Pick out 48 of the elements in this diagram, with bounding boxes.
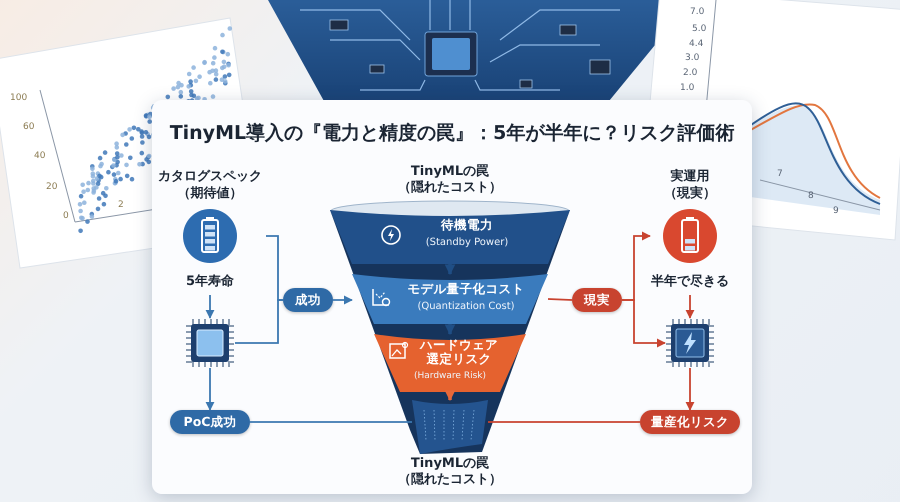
axis-tick-label: 4.4 [689,39,704,49]
title: TinyML導入の『電力と精度の罠』：5年が半年に？リスク評価術 [168,121,736,146]
axis-tick-label: 0 [63,211,69,221]
connector-line [488,421,640,423]
layer-subtitle: (Standby Power) [424,237,510,249]
connector-line [548,298,572,301]
arrow [444,264,456,276]
arrow [444,390,456,402]
axis-tick-label: 5.0 [692,24,706,34]
axis-tick-label: 2 [118,200,124,210]
funnel-tail [412,400,488,454]
arrow [622,299,666,348]
axis-tick-label: 7 [777,169,783,179]
axis-tick-label: 8 [808,191,814,201]
tag-label: 成功 [283,288,333,312]
tag-label: PoC成功 [170,410,250,434]
axis-tick-label: 7.0 [690,7,704,17]
arrow [333,296,353,304]
microchip-icon [665,318,715,368]
axis-tick-label: 1.0 [680,83,694,93]
arrow [206,295,214,319]
axis-tick-label: 40 [34,151,46,161]
column-heading: 実運用（現実） [663,168,717,202]
column-heading: カタログスペック（期待値） [157,168,263,202]
layer-title: モデル量子化コスト [406,282,526,296]
lifetime-label: 半年で尽きる [650,273,730,290]
microchip-icon [185,318,235,368]
axis-tick-label: 2.0 [683,68,698,78]
funnel-heading: TinyMLの罠（隠れたコスト） [397,164,503,196]
connector-line [235,299,283,344]
arrow [444,324,456,336]
layer-title: ハードウェア選定リスク [420,338,498,366]
layer-subtitle: (Hardware Risk) [413,370,487,382]
arrow [686,295,694,319]
connector-line [250,421,412,423]
arrow [206,368,214,411]
axis-tick-label: 20 [46,182,58,192]
layer-subtitle: (Quantization Cost) [416,301,516,313]
lifetime-label: 5年寿命 [184,273,236,290]
axis-tick-label: 100 [10,93,28,103]
axis-tick-label: 9 [833,206,839,216]
layer-title: 待機電力 [440,218,494,232]
funnel-caption: TinyMLの罠（隠れたコスト） [397,456,503,488]
tag-label: 量産化リスク [640,410,740,434]
axis-tick-label: 3.0 [685,53,700,63]
tag-label: 現実 [572,288,622,312]
axis-tick-label: 60 [23,122,34,132]
arrow [686,368,694,411]
